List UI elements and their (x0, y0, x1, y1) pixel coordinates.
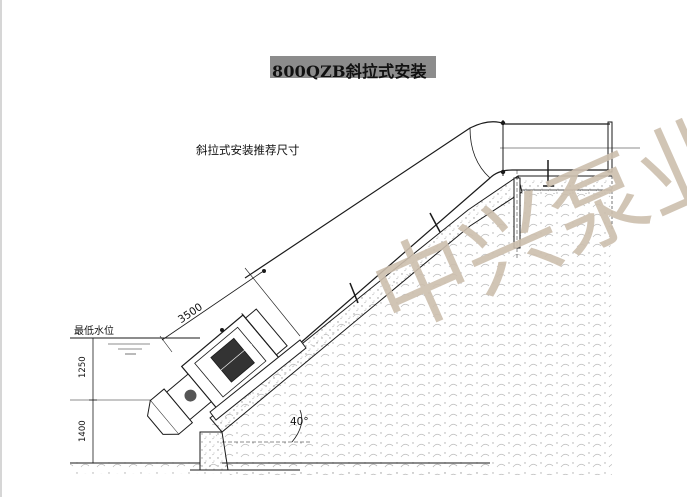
length-dim-ext-2 (244, 267, 301, 337)
length-dim-line (161, 271, 263, 341)
angle-label: 40° (290, 416, 309, 428)
top-ground-band (520, 180, 612, 194)
dim-lower-label: 1400 (78, 420, 88, 442)
diagram-subtitle: 斜拉式安装推荐尺寸 (196, 143, 300, 157)
angle-arc (291, 409, 303, 443)
embankment-soil (210, 190, 612, 475)
pipe-outer-upper (244, 121, 610, 279)
dim-upper-label: 1250 (78, 356, 88, 378)
pump-bracket (209, 339, 307, 421)
ground-bottom (70, 462, 490, 474)
pipe-outer-lower (289, 169, 610, 353)
pipe-end-cap (607, 121, 613, 173)
diagram-title: 800QZB斜拉式安装 (272, 62, 427, 81)
pump-assembly (147, 308, 288, 435)
length-dim-ext-1 (159, 335, 173, 353)
low-water-label: 最低水位 (74, 326, 114, 337)
title-highlight (270, 56, 436, 78)
support-post-1 (349, 282, 359, 304)
length-dim-dot (262, 269, 266, 273)
support-post-2 (429, 212, 441, 233)
pipe-bend-inner (469, 127, 491, 179)
